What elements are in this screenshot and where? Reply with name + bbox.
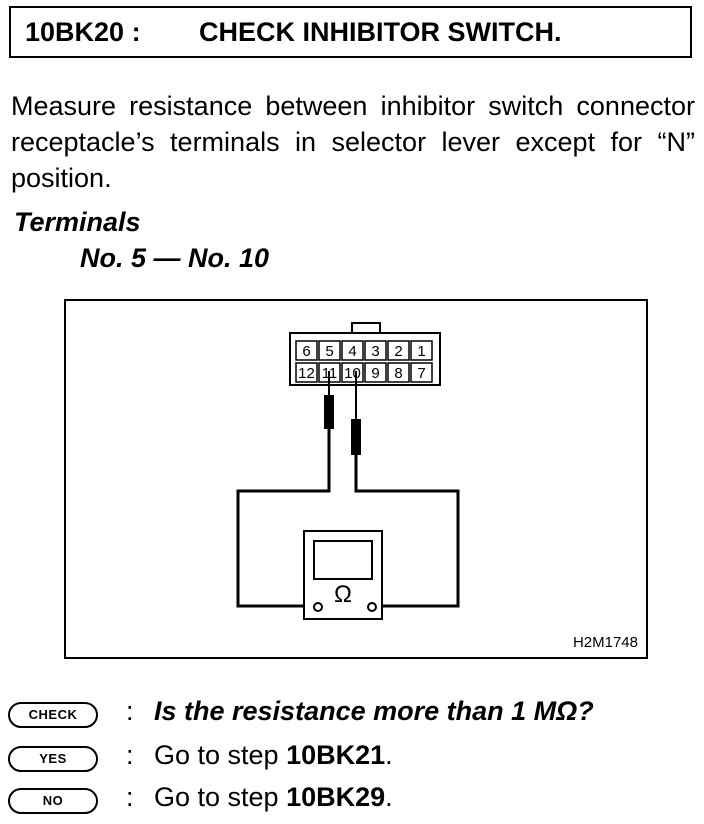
yes-suffix: . [385,740,393,770]
yes-badge: YES [8,746,98,772]
step-header: 10BK20 : CHECK INHIBITOR SWITCH. [9,6,692,58]
figure-code: H2M1748 [572,634,638,651]
terminal-label-6: 6 [302,343,310,360]
lead-right [354,455,460,608]
terminal-label-3: 3 [371,343,379,360]
terminal-label-4: 4 [348,343,356,360]
terminal-label-1: 1 [417,343,425,360]
connector-cell [295,362,318,383]
connector-cell [387,340,410,361]
connector-cell [341,362,364,383]
ohmmeter-terminal-left [313,602,323,612]
step-title: CHECK INHIBITOR SWITCH. [199,17,562,47]
ohmmeter-display [313,540,373,580]
wiring-diagram: 654321121110987 Ω H2M1748 [64,299,648,659]
check-badge: CHECK [8,702,98,728]
no-prefix: Go to step [154,782,287,812]
connector-cell [341,340,364,361]
connector-cell [410,362,433,383]
connector-cell [295,340,318,361]
terminals-value: No. 5 — No. 10 [80,243,270,273]
probe-10 [351,419,361,455]
no-suffix: . [385,782,393,812]
terminal-label-8: 8 [394,365,402,382]
terminal-label-2: 2 [394,343,402,360]
step-code: 10BK20 : [25,17,141,47]
no-target-step: 10BK29 [286,782,386,812]
connector-cell [410,340,433,361]
yes-instruction: Go to step 10BK21. [154,740,393,771]
connector-cells: 654321121110987 [295,340,433,383]
terminal-label-7: 7 [417,365,425,382]
terminal-label-10: 10 [344,365,361,382]
connector-cell [364,362,387,383]
connector-cell [387,362,410,383]
yes-prefix: Go to step [154,740,287,770]
check-colon: : [126,696,134,726]
lead-left [236,429,331,608]
ohmmeter-terminal-right [367,602,377,612]
terminal-label-5: 5 [325,343,333,360]
yes-colon: : [126,740,134,770]
yes-target-step: 10BK21 [286,740,386,770]
terminals-heading: Terminals [14,207,141,237]
terminal-label-9: 9 [371,365,379,382]
no-colon: : [126,782,134,812]
connector-cell [364,340,387,361]
terminal-label-12: 12 [298,365,315,382]
no-badge: NO [8,788,98,814]
instruction-text: Measure resistance between inhibitor swi… [11,91,695,193]
diagram-drawing: 654321121110987 Ω [236,322,460,620]
check-question: Is the resistance more than 1 MΩ? [154,696,594,726]
probe-5 [324,395,334,429]
ohm-symbol: Ω [334,581,352,608]
connector-cell [318,340,341,361]
no-instruction: Go to step 10BK29. [154,782,393,813]
